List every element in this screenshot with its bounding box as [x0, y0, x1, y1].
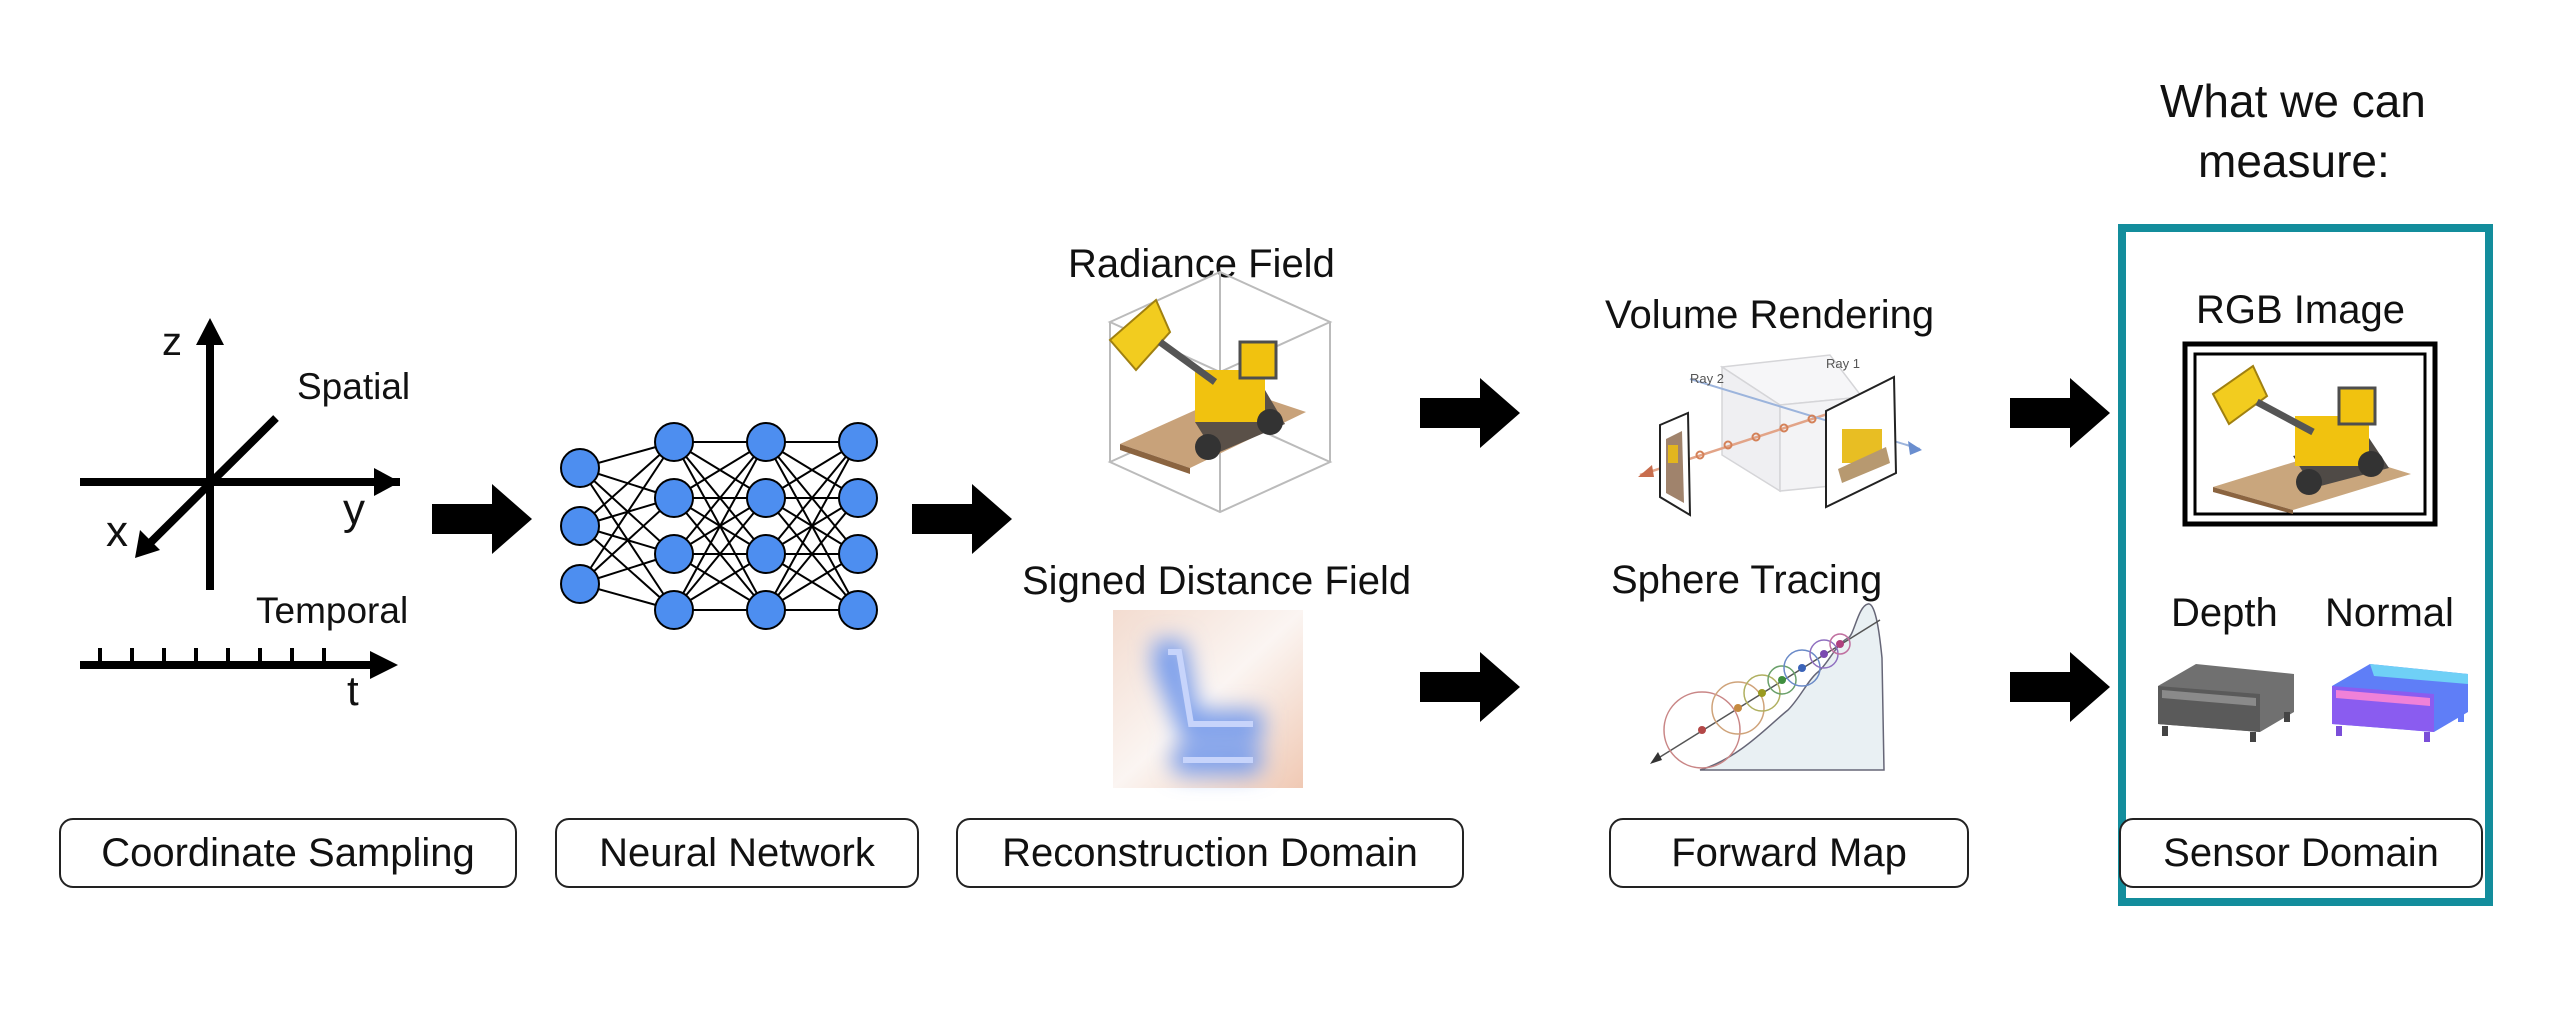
sdf-image	[1113, 610, 1303, 788]
depth-label: Depth	[2171, 591, 2278, 635]
network-connection	[673, 497, 767, 611]
temporal-label: Temporal	[256, 590, 409, 631]
neuron-node	[654, 534, 694, 574]
arrow-icon	[432, 484, 532, 554]
network-connection	[765, 441, 859, 555]
volume-rendering-image	[1638, 354, 1922, 517]
neuron-node	[560, 564, 600, 604]
network-connection	[765, 441, 859, 611]
sensor-domain-frame	[2118, 224, 2493, 906]
sdf-label: Signed Distance Field	[1022, 559, 1412, 603]
volume-rendering-label: Volume Rendering	[1605, 293, 1935, 337]
stage-neural-network: Neural Network	[555, 818, 919, 888]
neuron-node	[654, 590, 694, 630]
network-connection	[673, 441, 767, 611]
ray1-label: Ray 1	[1826, 356, 1860, 371]
normal-label: Normal	[2325, 591, 2454, 635]
neuron-node	[838, 478, 878, 518]
neuron-node	[838, 422, 878, 462]
sphere-tracing-image	[1650, 603, 1885, 771]
neuron-node	[654, 478, 694, 518]
network-connection	[579, 441, 675, 527]
axis-t-label: t	[347, 667, 359, 714]
arrow-icon	[912, 484, 1012, 554]
neuron-node	[838, 590, 878, 630]
neuron-node	[746, 422, 786, 462]
spatial-label: Spatial	[297, 366, 411, 407]
radiance-field-image	[1107, 270, 1333, 514]
radiance-field-label: Radiance Field	[1068, 242, 1335, 286]
stage-sensor-domain: Sensor Domain	[2119, 818, 2483, 888]
depth-image	[2158, 664, 2294, 742]
axis-y-label: y	[343, 485, 365, 534]
axis-x-label: x	[106, 507, 128, 556]
sensor-heading-line2: measure:	[2198, 135, 2390, 187]
neuron-node	[560, 506, 600, 546]
neuron-node	[838, 534, 878, 574]
neuron-node	[654, 422, 694, 462]
neuron-node	[560, 448, 600, 488]
normal-image	[2332, 664, 2468, 742]
arrow-icon	[1420, 652, 1520, 722]
stage-reconstruction-domain: Reconstruction Domain	[956, 818, 1464, 888]
stage-forward-map: Forward Map	[1609, 818, 1969, 888]
network-connection	[673, 441, 767, 555]
axis-z-label: z	[162, 320, 182, 364]
neuron-node	[746, 478, 786, 518]
network-connection	[579, 497, 675, 585]
arrow-icon	[2010, 378, 2110, 448]
stage-coordinate-sampling: Coordinate Sampling	[59, 818, 517, 888]
rgb-image-label: RGB Image	[2196, 288, 2405, 332]
neuron-node	[746, 534, 786, 574]
rgb-image-thumbnail	[2182, 341, 2438, 527]
network-connection	[765, 497, 859, 611]
arrow-icon	[2010, 652, 2110, 722]
network-connection	[579, 441, 675, 585]
sensor-heading-line1: What we can	[2160, 75, 2426, 127]
coordinate-axes	[80, 318, 400, 679]
neuron-node	[746, 590, 786, 630]
arrow-icon	[1420, 378, 1520, 448]
neural-network-diagram	[560, 422, 878, 630]
sphere-tracing-label: Sphere Tracing	[1611, 558, 1883, 602]
ray2-label: Ray 2	[1690, 371, 1724, 386]
